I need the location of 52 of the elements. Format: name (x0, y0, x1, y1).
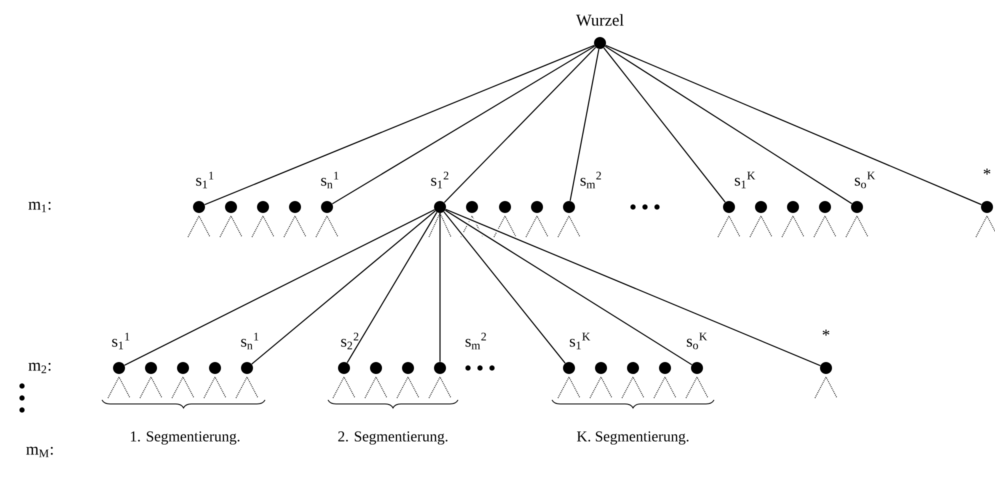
node-label: s$_{1}$K (570, 332, 590, 350)
tree-node-dot (755, 201, 767, 213)
tree-node-dot (659, 362, 671, 374)
tree-node-dot (402, 362, 414, 374)
tree-node-dot (627, 362, 639, 374)
node-label: s$_{1}$1 (112, 332, 130, 350)
tree-edge (204, 44, 594, 206)
segment-caption: K. Segmentierung. (577, 431, 688, 445)
tree-edge (606, 44, 982, 206)
tree-node-dot (370, 362, 382, 374)
tree-node-dot (225, 201, 237, 213)
tree-node-dot (531, 201, 543, 213)
tree-node-dot (257, 201, 269, 213)
tree-node-dot (209, 362, 221, 374)
level-label: m$_{M}$: (26, 446, 53, 458)
tree-edge (603, 48, 726, 202)
level-label: m$_{2}$: (28, 362, 51, 374)
tree-node-dot (819, 201, 831, 213)
tree-edge (444, 210, 692, 366)
node-label: s$_{n}$1 (321, 172, 338, 188)
tree-edge (604, 46, 852, 204)
tree-node-dot (787, 201, 799, 213)
tree-edge (332, 46, 595, 204)
tree-edge (346, 212, 438, 363)
tree-edge (438, 213, 442, 362)
level-label: m$_{1}$: (28, 202, 51, 212)
tree-edge (443, 211, 566, 364)
node-label: s$_{n}$1 (241, 332, 258, 350)
node-label: s$_{1}$1 (196, 172, 214, 188)
node-label: s$_{m}$2 (466, 332, 486, 350)
node-label: Wurzel (576, 14, 624, 26)
tree-node-dot (289, 201, 301, 213)
tree-node-dot (466, 201, 478, 213)
node-label: * (984, 168, 990, 175)
node-label: * (822, 330, 830, 336)
node-label: s$_{2}$2 (341, 332, 358, 350)
tree-node-dot (177, 362, 189, 374)
tree-node-dot (145, 362, 157, 374)
node-label: s$_{m}$2 (580, 172, 601, 188)
segment-caption: 2. Segmentierung. (338, 431, 448, 445)
node-label: s$_{o}$K (686, 332, 708, 350)
tree-edge (124, 209, 435, 366)
tree-edge (570, 48, 600, 201)
node-label: s$_{o}$K (854, 172, 876, 188)
tree-edge (251, 210, 436, 364)
tree-edge (446, 208, 820, 366)
tree-edge (444, 47, 596, 203)
segment-caption: 1. Segmentierung. (130, 431, 240, 445)
tree-node-dot (499, 201, 511, 213)
node-label: s$_{1}$K (734, 172, 756, 188)
node-label: s$_{1}$2 (431, 172, 448, 188)
tree-node-dot (595, 362, 607, 374)
